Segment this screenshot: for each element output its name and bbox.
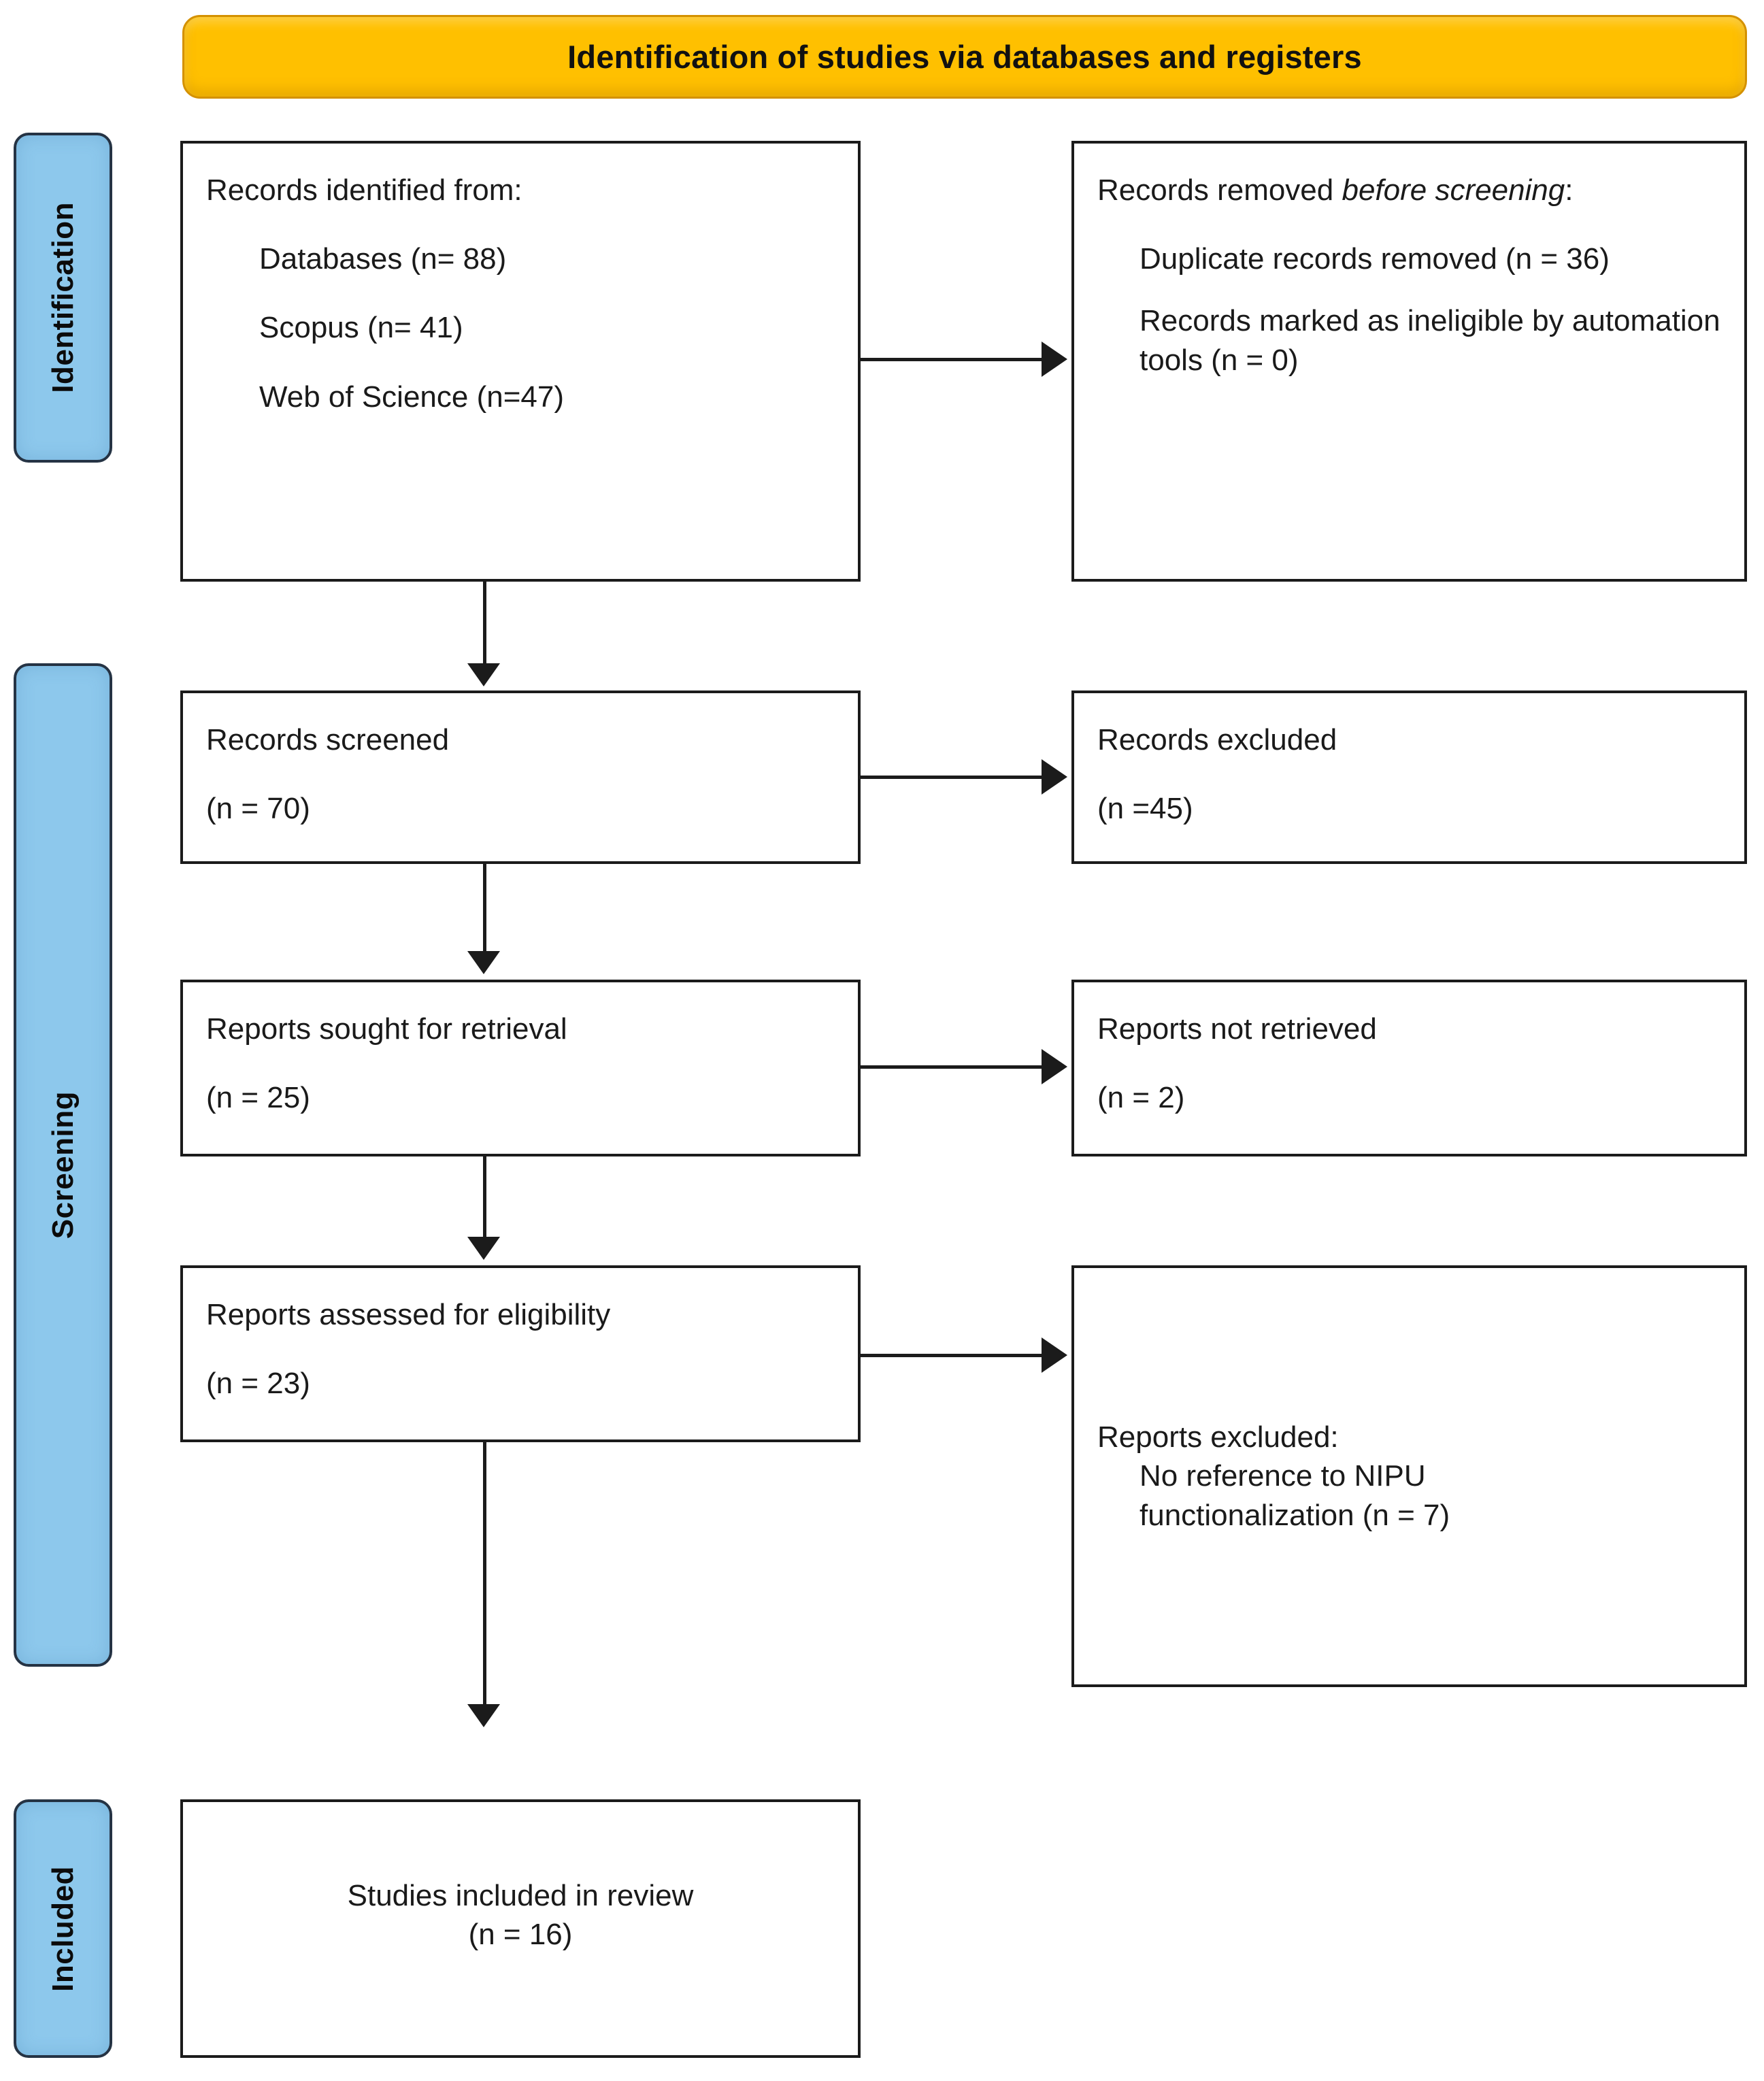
records-screened-count: (n = 70) — [206, 792, 310, 826]
box-records-excluded: Records excluded (n =45) — [1071, 690, 1747, 864]
diagram-title-bar: Identification of studies via databases … — [182, 15, 1747, 99]
arrow-right-icon — [1042, 1049, 1067, 1084]
arrow-right-icon — [1042, 759, 1067, 795]
arrow-right-icon — [1042, 1337, 1067, 1373]
reports-excluded-heading: Reports excluded: — [1097, 1420, 1339, 1454]
records-removed-heading-post: : — [1565, 173, 1574, 207]
spacer — [206, 210, 835, 239]
box-reports-assessed: Reports assessed for eligibility (n = 23… — [180, 1265, 861, 1442]
phase-label-included-text: Included — [46, 1865, 80, 1992]
spacer — [1097, 1048, 1721, 1078]
studies-included-label: Studies included in review — [347, 1878, 694, 1912]
spacer — [206, 1048, 835, 1078]
arrow-down-icon — [467, 1704, 500, 1727]
connector-assessed-to-reportsexcluded — [861, 1354, 1043, 1357]
arrow-down-icon — [467, 1237, 500, 1260]
diagram-title: Identification of studies via databases … — [567, 39, 1362, 75]
spacer — [1097, 210, 1721, 239]
records-removed-heading: Records removed before screening: — [1097, 171, 1721, 210]
box-reports-sought: Reports sought for retrieval (n = 25) — [180, 980, 861, 1156]
arrow-down-icon — [467, 951, 500, 974]
reports-excluded-reason-line1: No reference to NIPU — [1139, 1459, 1426, 1493]
reports-not-retrieved-count: (n = 2) — [1097, 1081, 1185, 1115]
reports-assessed-count: (n = 23) — [206, 1367, 310, 1401]
connector-screened-to-sought — [483, 864, 486, 954]
phase-label-included: Included — [14, 1799, 112, 2058]
arrow-right-icon — [1042, 342, 1067, 377]
phase-label-screening: Screening — [14, 663, 112, 1667]
box-records-removed: Records removed before screening: Duplic… — [1071, 141, 1747, 582]
phase-label-identification: Identification — [14, 133, 112, 463]
spacer — [206, 1334, 835, 1364]
box-reports-excluded: Reports excluded: No reference to NIPU f… — [1071, 1265, 1747, 1687]
spacer — [206, 278, 835, 308]
studies-included-count: (n = 16) — [468, 1918, 573, 1951]
spacer — [1097, 278, 1721, 301]
records-identified-item-wos: Web of Science (n=47) — [259, 380, 564, 414]
reports-not-retrieved-label: Reports not retrieved — [1097, 1012, 1377, 1046]
phase-label-identification-text: Identification — [46, 202, 80, 393]
box-records-identified: Records identified from: Databases (n= 8… — [180, 141, 861, 582]
reports-sought-label: Reports sought for retrieval — [206, 1012, 567, 1046]
records-excluded-count: (n =45) — [1097, 792, 1193, 826]
records-removed-item-automation: Records marked as ineligible by automati… — [1139, 304, 1720, 377]
records-identified-item-databases: Databases (n= 88) — [259, 242, 507, 276]
box-reports-not-retrieved: Reports not retrieved (n = 2) — [1071, 980, 1747, 1156]
records-identified-item-scopus: Scopus (n= 41) — [259, 311, 463, 345]
connector-identified-to-screened — [483, 582, 486, 667]
connector-sought-to-assessed — [483, 1156, 486, 1239]
spacer — [206, 348, 835, 378]
connector-identified-to-removed — [861, 358, 1043, 361]
reports-assessed-label: Reports assessed for eligibility — [206, 1298, 611, 1331]
records-removed-item-duplicates: Duplicate records removed (n = 36) — [1139, 242, 1610, 276]
records-removed-heading-pre: Records removed — [1097, 173, 1342, 207]
phase-label-screening-text: Screening — [46, 1091, 80, 1239]
connector-assessed-to-included — [483, 1442, 486, 1708]
records-screened-label: Records screened — [206, 723, 450, 756]
reports-excluded-reason-line2: functionalization (n = 7) — [1139, 1498, 1450, 1532]
spacer — [206, 759, 835, 789]
reports-sought-count: (n = 25) — [206, 1081, 310, 1115]
spacer — [1097, 759, 1721, 789]
records-identified-heading: Records identified from: — [206, 173, 522, 207]
records-excluded-label: Records excluded — [1097, 723, 1337, 756]
arrow-down-icon — [467, 663, 500, 686]
box-records-screened: Records screened (n = 70) — [180, 690, 861, 864]
connector-screened-to-excluded — [861, 776, 1043, 779]
connector-sought-to-notretrieved — [861, 1065, 1043, 1069]
records-removed-heading-emphasis: before screening — [1342, 173, 1565, 207]
box-studies-included: Studies included in review (n = 16) — [180, 1799, 861, 2058]
